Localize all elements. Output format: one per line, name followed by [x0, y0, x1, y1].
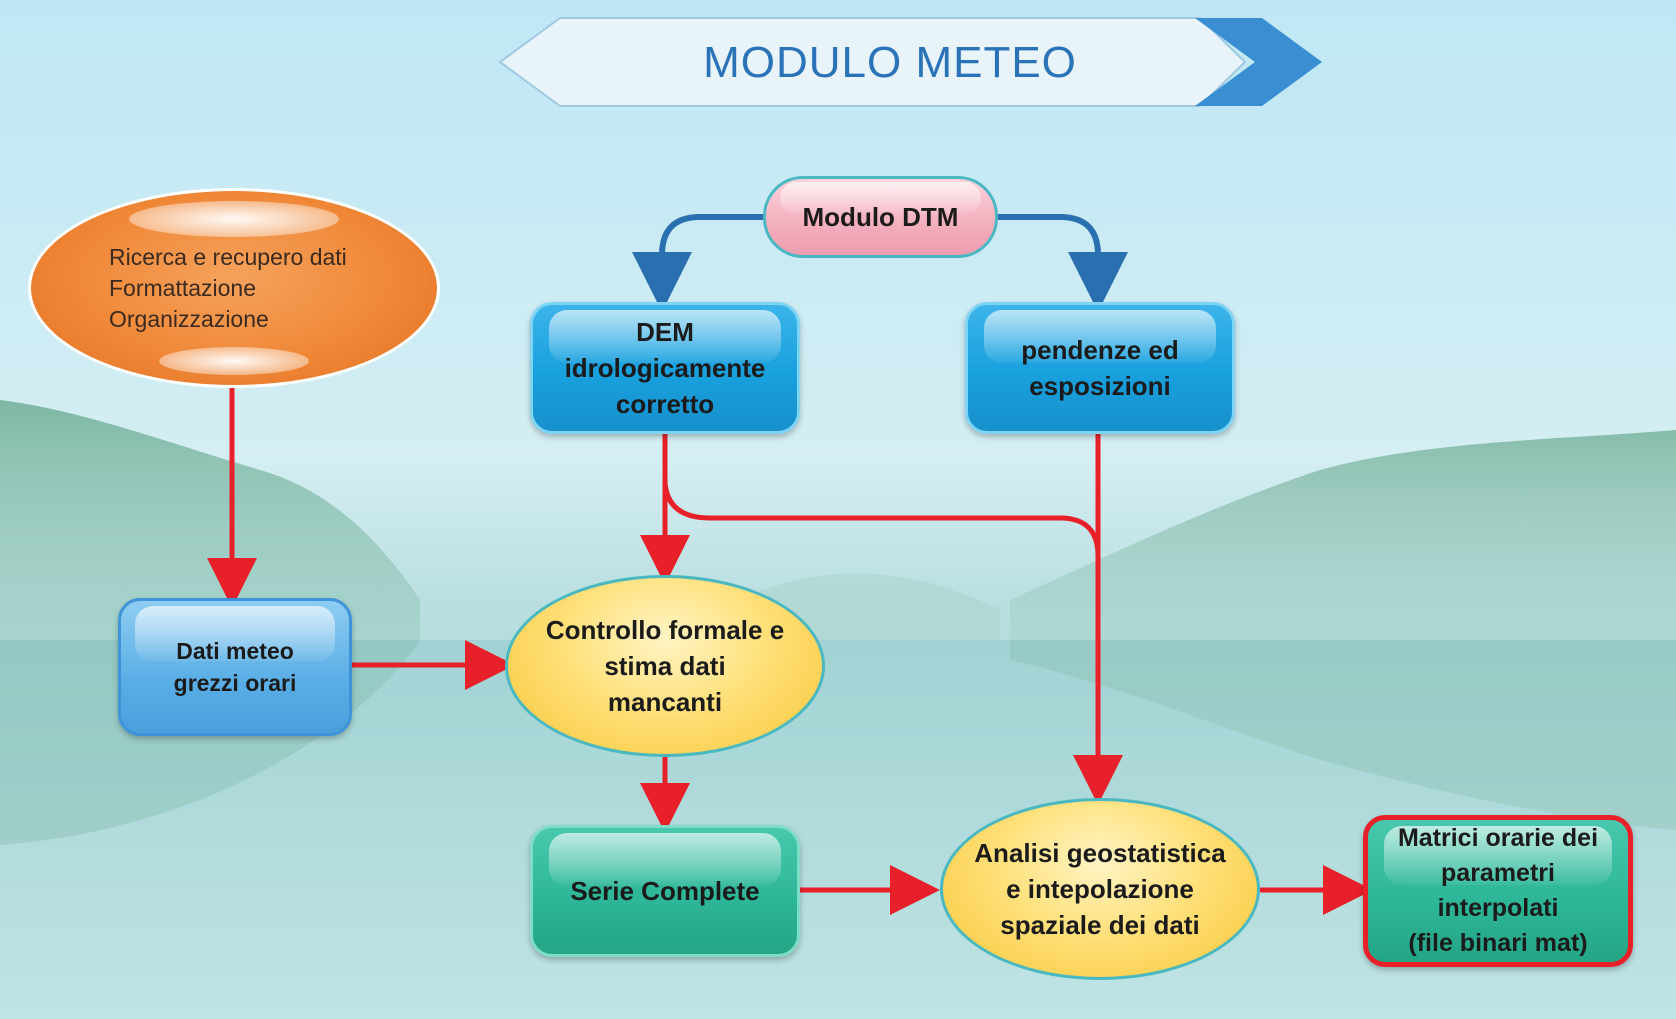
node-geostat-line-1: Analisi geostatistica [974, 838, 1226, 868]
node-dem-line-3: corretto [615, 389, 715, 419]
node-slopes-line-2: esposizioni [1029, 371, 1171, 401]
node-quality-control: Controllo formale e stima dati mancanti [505, 575, 825, 757]
arrow-dtm-to-slopes [995, 214, 1128, 312]
node-quality-control-line-1: Controllo formale e [545, 615, 785, 645]
node-slopes: pendenze ed esposizioni [965, 302, 1235, 434]
node-raw-research-line-3: Organizzazione [109, 305, 269, 332]
node-raw-data-line-2: grezzi orari [173, 670, 297, 696]
arrow-dtm-to-dem [632, 214, 765, 312]
node-geostat-line-2: e intepolazione [1006, 874, 1194, 904]
node-raw-research-line-1: Ricerca e recupero dati [109, 243, 347, 270]
node-output-matrices-line-1: Matrici orarie dei [1397, 824, 1599, 852]
title-banner [498, 17, 1322, 107]
node-dtm-module-label: Modulo DTM [802, 201, 959, 232]
node-dem: DEM idrologicamente corretto [530, 302, 800, 434]
page-title: MODULO METEO [703, 38, 1077, 87]
node-output-matrices: Matrici orarie dei parametri interpolati… [1363, 815, 1633, 967]
node-raw-data: Dati meteo grezzi orari [118, 598, 352, 736]
node-quality-control-line-2: stima dati [604, 651, 726, 681]
node-output-matrices-line-2: parametri [1441, 859, 1555, 887]
node-raw-research: Ricerca e recupero dati Formattazione Or… [28, 188, 440, 388]
node-dem-line-2: idrologicamente [564, 353, 766, 383]
node-output-matrices-line-3: interpolati [1437, 894, 1559, 922]
node-raw-data-line-1: Dati meteo [176, 638, 294, 664]
node-raw-research-line-2: Formattazione [109, 274, 257, 301]
node-dem-line-1: DEM [636, 317, 694, 347]
node-complete-series: Serie Complete [530, 825, 800, 957]
node-geostat-line-3: spaziale dei dati [1000, 910, 1200, 940]
node-complete-series-label: Serie Complete [570, 875, 760, 906]
node-output-matrices-line-4: (file binari mat) [1408, 929, 1588, 957]
node-geostat: Analisi geostatistica e intepolazione sp… [940, 798, 1260, 980]
node-quality-control-line-3: mancanti [607, 687, 723, 717]
node-slopes-line-1: pendenze ed [1021, 335, 1179, 365]
node-dtm-module: Modulo DTM [763, 176, 998, 258]
